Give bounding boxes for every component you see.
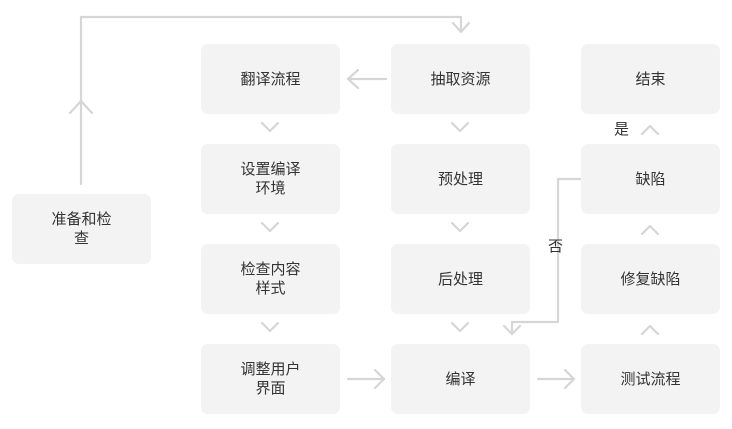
node-fix-defect-label: 修复缺陷 — [620, 269, 681, 288]
node-prepare-check-label: 准备和检查 — [51, 210, 112, 247]
node-translate-flow-label: 翻译流程 — [240, 69, 301, 88]
node-extract-resources: 抽取资源 — [391, 44, 530, 114]
node-defect-label: 缺陷 — [635, 169, 666, 188]
arrowhead-compile-right — [373, 368, 386, 390]
arrowhead-translate-left — [346, 68, 360, 90]
arrowhead-defect-to-end — [640, 124, 660, 136]
node-check-style: 检查内容样式 — [201, 244, 340, 314]
arrowhead-extract-to-pre — [450, 121, 470, 133]
node-defect: 缺陷 — [581, 144, 720, 214]
node-end-label: 结束 — [635, 69, 666, 88]
arrowhead-test-to-fix — [640, 324, 660, 336]
edge-label-yes: 是 — [614, 120, 630, 138]
arrowhead-no-down — [502, 324, 522, 336]
arrowhead-env-to-style — [260, 221, 280, 233]
node-prepare-check: 准备和检查 — [12, 194, 151, 264]
arrowhead-extract-down — [451, 21, 471, 34]
node-test-flow: 测试流程 — [581, 344, 720, 414]
arrowhead-test-right — [563, 368, 576, 390]
edge-label-no: 否 — [548, 237, 564, 255]
arrowhead-fix-to-defect — [640, 224, 660, 236]
node-adjust-ui-label: 调整用户界面 — [240, 360, 301, 397]
arrowhead-translate-to-env — [260, 121, 280, 133]
node-postprocess: 后处理 — [391, 244, 530, 314]
arrowhead-post-to-compile — [450, 321, 470, 333]
node-end: 结束 — [581, 44, 720, 114]
node-fix-defect: 修复缺陷 — [581, 244, 720, 314]
node-preprocess-label: 预处理 — [437, 169, 483, 188]
arrowhead-style-to-ui — [260, 321, 280, 333]
node-adjust-ui: 调整用户界面 — [201, 344, 340, 414]
node-translate-flow: 翻译流程 — [201, 44, 340, 114]
node-preprocess: 预处理 — [391, 144, 530, 214]
node-check-style-label: 检查内容样式 — [240, 260, 301, 297]
node-postprocess-label: 后处理 — [437, 269, 483, 288]
node-compile-label: 编译 — [445, 369, 476, 388]
node-compile: 编译 — [391, 344, 530, 414]
node-setup-env: 设置编译环境 — [201, 144, 340, 214]
node-extract-resources-label: 抽取资源 — [430, 69, 491, 88]
node-setup-env-label: 设置编译环境 — [240, 160, 301, 197]
node-test-flow-label: 测试流程 — [620, 369, 681, 388]
arrowhead-pre-to-post — [450, 221, 470, 233]
arrowhead-prepare-up — [68, 99, 94, 115]
